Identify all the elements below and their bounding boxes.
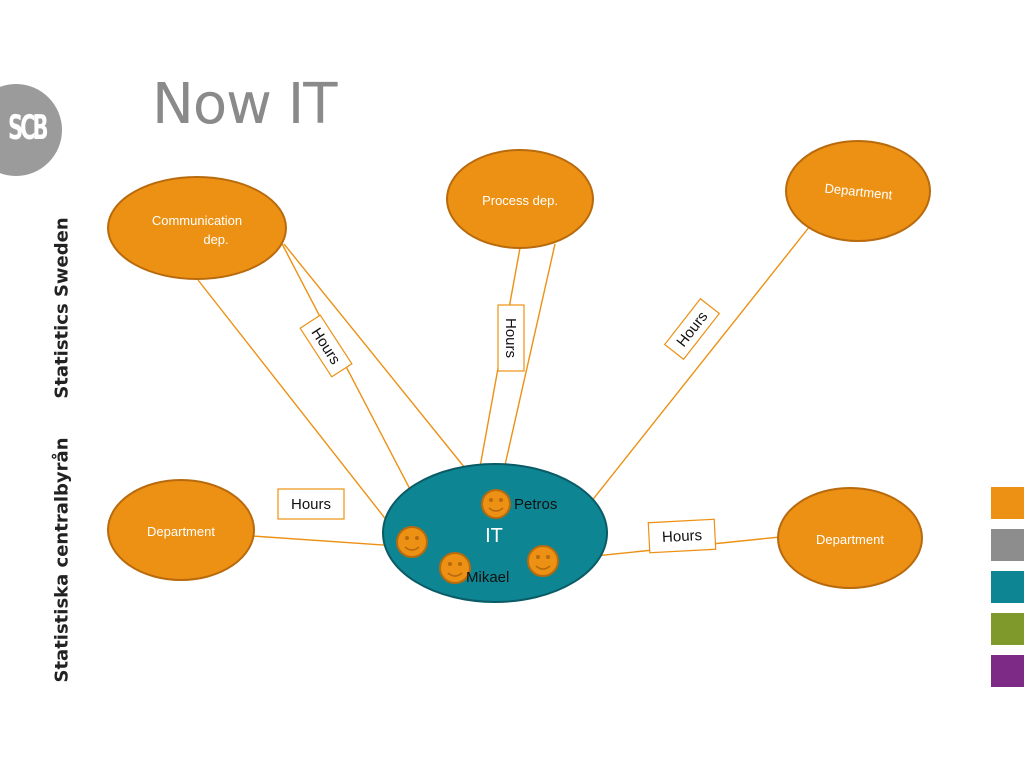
- node-department-left-label: Department: [147, 524, 215, 539]
- smiley-face-icon: [396, 526, 428, 558]
- node-process-label: Process dep.: [482, 193, 558, 208]
- swatch-orange: [991, 487, 1024, 519]
- svg-text:Hours: Hours: [502, 318, 519, 358]
- person-petros-label: Petros: [514, 496, 557, 513]
- svg-text:Hours: Hours: [662, 527, 703, 546]
- svg-text:Hours: Hours: [291, 496, 331, 513]
- link-department-left: [251, 535, 399, 547]
- page-title: Now IT: [152, 72, 337, 137]
- link-process-b: [497, 243, 556, 497]
- hours-label-communication: Hours: [299, 314, 353, 378]
- node-department-top-right: Department: [785, 140, 931, 242]
- smiley-face-icon: [439, 552, 471, 584]
- node-department-left: Department: [107, 479, 255, 581]
- node-department-right-label: Department: [816, 532, 884, 547]
- node-process: Process dep.: [446, 149, 594, 249]
- link-communication-a: [197, 279, 403, 541]
- link-communication-arrow: [283, 243, 486, 494]
- hours-label-department-left: Hours: [277, 488, 345, 520]
- smiley-face-icon: [481, 489, 511, 519]
- smiley-face-icon: [527, 545, 559, 577]
- node-department-top-right-label: Department: [824, 181, 894, 203]
- hours-label-process: Hours: [497, 304, 525, 372]
- hours-label-department-right: Hours: [647, 518, 717, 554]
- node-communication-label-line1: Communication: [152, 213, 242, 228]
- node-communication: Communication dep.: [107, 176, 287, 280]
- node-department-right: Department: [777, 487, 923, 589]
- node-it-label: IT: [485, 525, 503, 547]
- person-mikael-label: Mikael: [466, 569, 509, 586]
- swatch-gray: [991, 529, 1024, 561]
- swatch-teal: [991, 571, 1024, 603]
- swatch-purple: [991, 655, 1024, 687]
- logo-text: SCB: [8, 108, 49, 148]
- node-communication-label-line2: dep.: [203, 232, 228, 247]
- swatch-green: [991, 613, 1024, 645]
